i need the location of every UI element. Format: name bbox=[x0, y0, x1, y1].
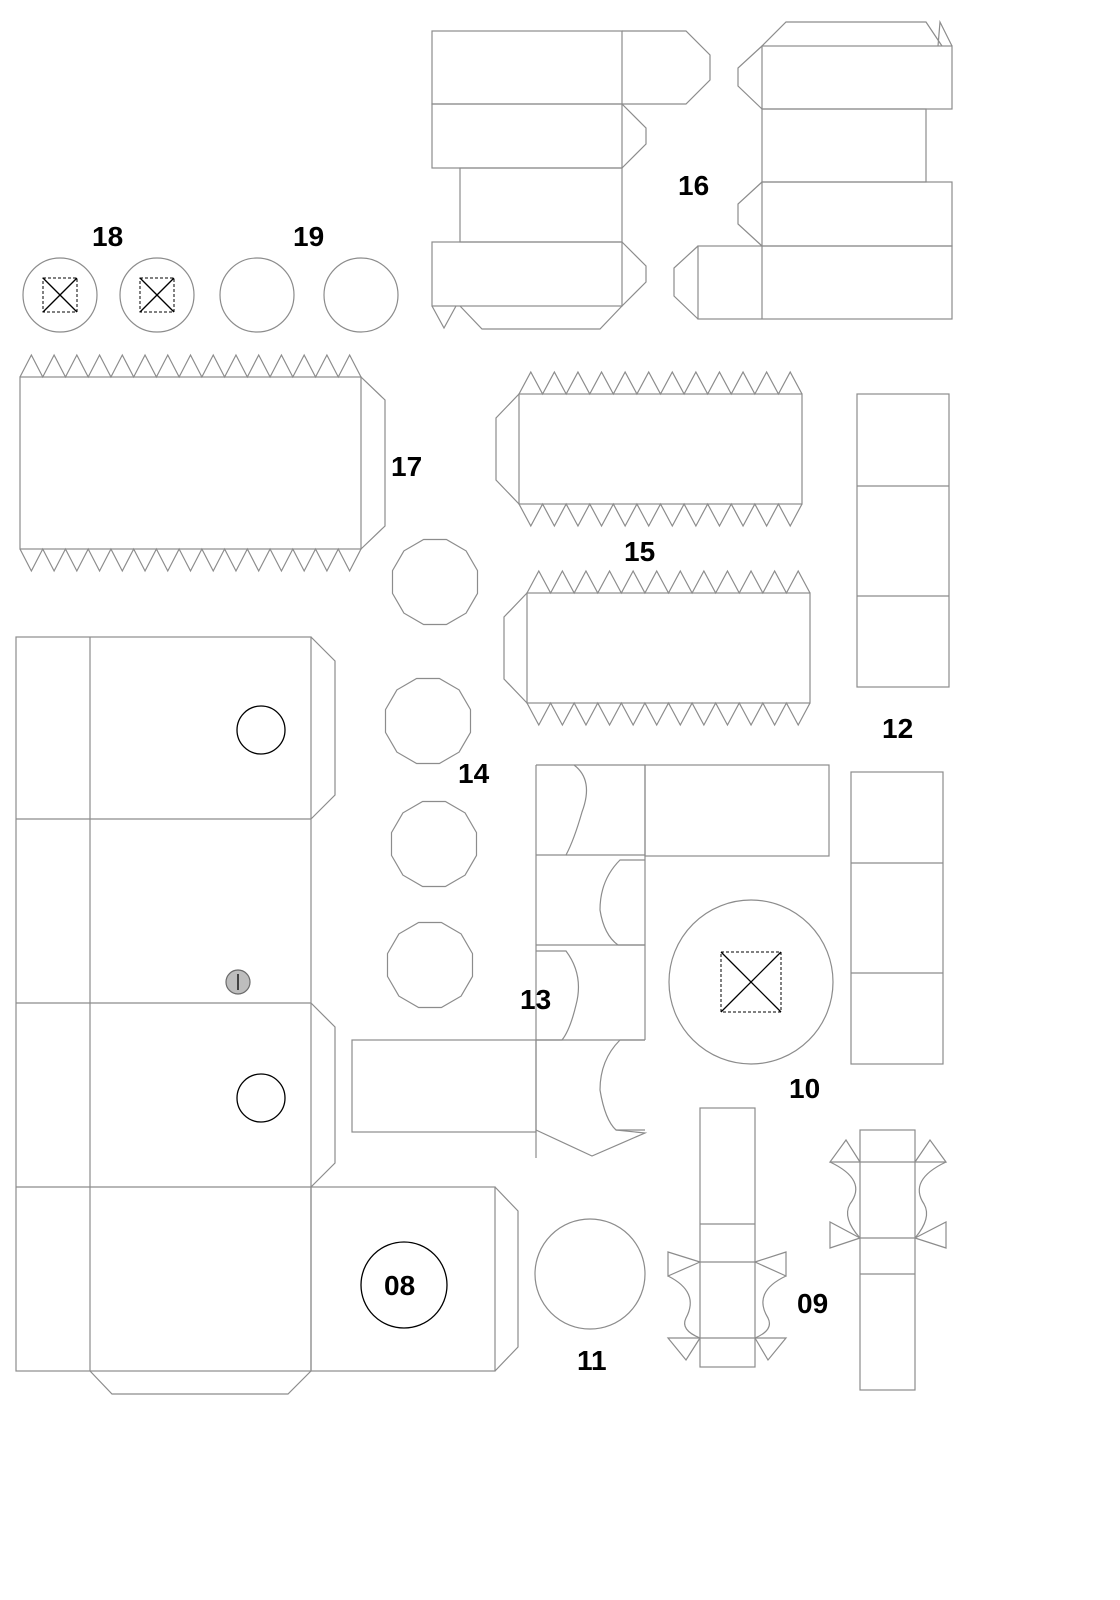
part-14-polygons bbox=[384, 538, 479, 1009]
part-16-net bbox=[431, 19, 953, 330]
part-08-net bbox=[15, 636, 519, 1395]
part-14-label: 14 bbox=[458, 758, 490, 789]
part-08-hole-lower bbox=[236, 1073, 286, 1123]
part-08-disc bbox=[360, 1241, 448, 1329]
part-19-label: 19 bbox=[293, 221, 324, 252]
part-09-label: 09 bbox=[797, 1288, 828, 1319]
part-17-label: 17 bbox=[391, 451, 422, 482]
part-13-label: 13 bbox=[520, 984, 551, 1015]
part-18-label: 18 bbox=[92, 221, 123, 252]
part-08-hole-upper bbox=[236, 705, 286, 755]
part-09-net bbox=[666, 1107, 948, 1391]
part-16-label: 16 bbox=[678, 170, 709, 201]
part-10-label: 10 bbox=[789, 1073, 820, 1104]
part-08-label: 08 bbox=[384, 1270, 415, 1301]
part-10-disc bbox=[668, 899, 834, 1065]
part-11-disc bbox=[534, 1218, 646, 1330]
part-11-label: 11 bbox=[577, 1345, 607, 1376]
part-19-discs bbox=[219, 257, 399, 333]
part-15-label: 15 bbox=[624, 536, 655, 567]
part-14-polygon bbox=[391, 538, 479, 626]
part-14-polygon bbox=[386, 921, 474, 1009]
part-12-label: 12 bbox=[882, 713, 913, 744]
part-18-discs bbox=[22, 257, 195, 333]
part-17-net bbox=[19, 353, 386, 573]
part-14-polygon bbox=[384, 677, 472, 765]
part-12-strips bbox=[850, 393, 950, 1065]
part-15-net bbox=[495, 370, 811, 727]
part-13-net bbox=[351, 764, 830, 1158]
part-14-polygon bbox=[390, 800, 478, 888]
